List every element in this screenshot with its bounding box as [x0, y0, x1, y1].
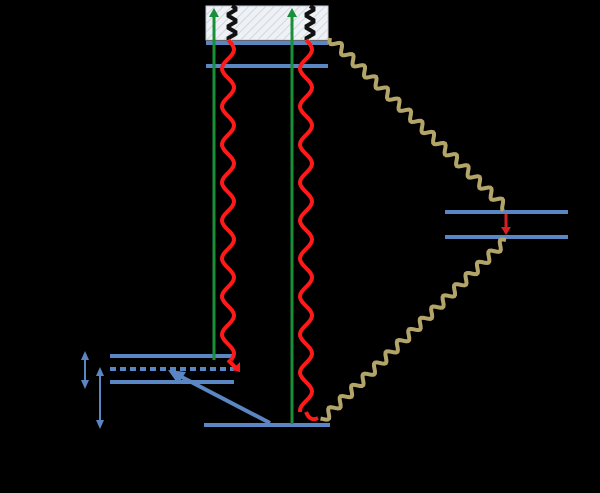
scale-arrow-small	[81, 351, 89, 389]
relaxation-wave-right	[298, 38, 314, 413]
continuum-relaxation-wave-right	[304, 4, 316, 40]
coupling-wave-lower	[320, 237, 507, 422]
scale-arrow-large	[96, 367, 104, 429]
transition-arrow-head	[501, 227, 511, 235]
pump-arrow-left-head	[209, 8, 219, 17]
relaxation-wave-left-head	[232, 362, 240, 372]
continuum-relaxation-wave-left	[226, 4, 238, 40]
relaxation-wave-left-tail	[226, 358, 238, 370]
pump-arrow-right-head	[287, 8, 297, 17]
diagonal-transfer-arrow	[168, 370, 271, 425]
coupling-wave-upper	[327, 37, 506, 213]
relaxation-wave-left	[220, 38, 236, 362]
relaxation-wave-right-tail	[304, 411, 319, 422]
